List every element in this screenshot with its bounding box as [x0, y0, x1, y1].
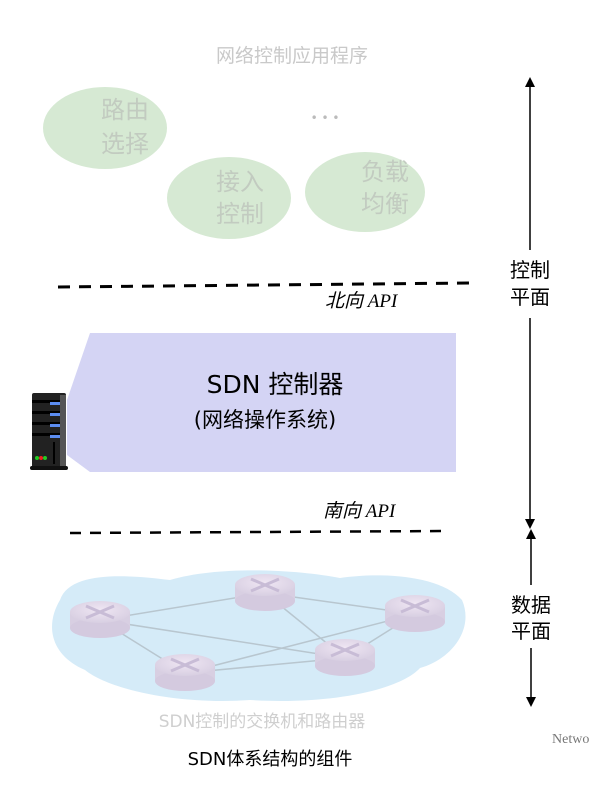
northbound-api-label: 北向 API: [325, 291, 399, 312]
app-routing: 路由 选择: [43, 87, 167, 169]
southbound-api-label: 南向 API: [323, 501, 397, 522]
data-plane-label-1: 数据: [511, 593, 551, 617]
controller-subtitle: (网络操作系统): [194, 408, 336, 432]
control-plane-label-1: 控制: [510, 258, 550, 282]
router-icon: [315, 639, 375, 676]
server-icon: [30, 393, 68, 470]
svg-text:接入: 接入: [216, 168, 264, 196]
apps-ellipsis: • • •: [311, 111, 340, 125]
svg-text:路由: 路由: [101, 96, 149, 124]
southbound-divider: [69, 529, 449, 535]
router-icon: [155, 654, 215, 691]
router-icon: [70, 601, 130, 638]
svg-text:控制: 控制: [216, 200, 264, 228]
router-icon: [235, 574, 295, 611]
svg-text:负载: 负载: [361, 158, 409, 186]
control-plane-label-2: 平面: [510, 285, 550, 309]
watermark-text: Netwo: [552, 732, 589, 747]
svg-text:均衡: 均衡: [361, 190, 409, 218]
apps-title: 网络控制应用程序: [216, 45, 368, 67]
northbound-divider: [57, 281, 473, 289]
controller-title: SDN 控制器: [207, 370, 344, 399]
app-load-balancing: 负载 均衡: [305, 152, 425, 232]
router-icon: [385, 595, 445, 632]
svg-text:选择: 选择: [101, 130, 149, 158]
controller-box: [67, 333, 456, 472]
switches-label: SDN控制的交换机和路由器: [159, 712, 366, 732]
figure-caption: SDN体系结构的组件: [188, 749, 353, 770]
data-plane-label-2: 平面: [511, 619, 551, 643]
app-access-control: 接入 控制: [167, 157, 291, 239]
